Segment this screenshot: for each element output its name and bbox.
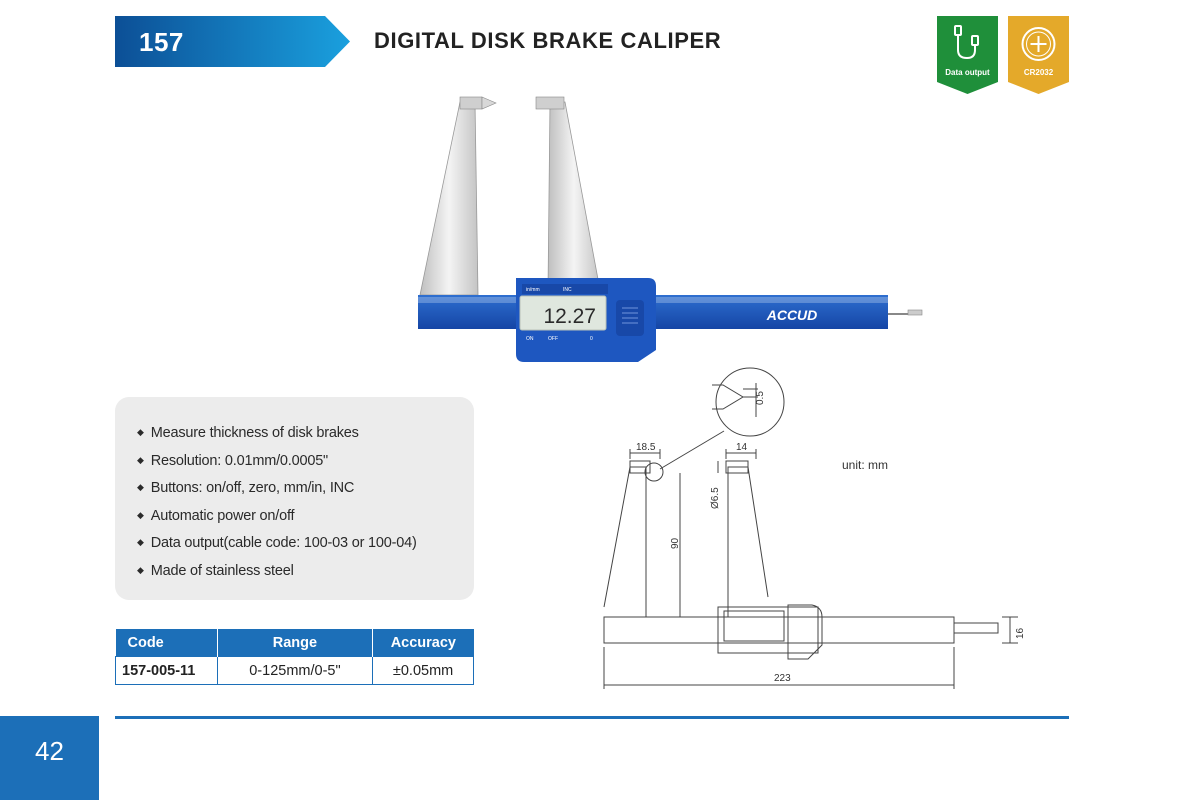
diamond-bullet-icon: ◆ (137, 564, 144, 575)
caliper-product-image: 12.27 in/mm INC ON OFF 0 ACCUD (410, 90, 930, 370)
diamond-bullet-icon: ◆ (137, 454, 144, 465)
page-title: DIGITAL DISK BRAKE CALIPER (374, 28, 722, 53)
data-output-badge: Data output (937, 16, 998, 94)
diamond-bullet-icon: ◆ (137, 509, 144, 520)
dim-tip-diameter: Ø6.5 (710, 487, 721, 509)
features-list: ◆Measure thickness of disk brakes ◆Resol… (115, 397, 474, 588)
diamond-bullet-icon: ◆ (137, 427, 144, 437)
dim-jaw-depth: 90 (670, 537, 681, 549)
badge-label: Data output (945, 68, 990, 77)
technical-drawing: 0.5 18.5 14 Ø6.5 90 223 16 (598, 367, 1038, 702)
footer-divider (115, 716, 1069, 719)
header-banner: 157 (115, 16, 350, 67)
dim-length: 223 (774, 673, 791, 684)
badge-label: CR2032 (1023, 68, 1054, 77)
brand-logo: ACCUD (766, 307, 818, 323)
inc-label: INC (563, 287, 572, 293)
dim-jaw-left: 18.5 (636, 442, 656, 453)
feature-item: ◆Made of stainless steel (137, 562, 294, 579)
inmm-label: in/mm (526, 287, 540, 293)
spec-table: Code Range Accuracy 157-005-11 0-125mm/0… (115, 629, 474, 685)
features-panel: ◆Measure thickness of disk brakes ◆Resol… (115, 397, 474, 600)
banner-shape (115, 16, 350, 67)
cell-accuracy: ±0.05mm (372, 656, 474, 685)
table-row: 157-005-11 0-125mm/0-5" ±0.05mm (115, 656, 474, 685)
cell-code: 157-005-11 (115, 656, 218, 685)
unit-label: unit: mm (842, 458, 889, 472)
off-label: OFF (548, 336, 558, 342)
header-accuracy: Accuracy (372, 629, 474, 657)
lcd-reading: 12.27 (543, 305, 596, 328)
feature-item: ◆Buttons: on/off, zero, mm/in, INC (137, 480, 355, 496)
feature-item: ◆Automatic power on/off (137, 507, 295, 524)
cell-range: 0-125mm/0-5" (216, 656, 374, 685)
header-code: Code (115, 629, 218, 657)
diamond-bullet-icon: ◆ (137, 482, 144, 492)
on-label: ON (526, 336, 534, 342)
battery-badge: CR2032 (1008, 16, 1069, 94)
header-range: Range (217, 629, 374, 657)
dim-jaw-right: 14 (736, 442, 748, 453)
diamond-bullet-icon: ◆ (137, 537, 144, 547)
feature-item: ◆Resolution: 0.01mm/0.0005" (137, 452, 329, 469)
battery-cell-icon (1008, 16, 1069, 94)
dim-detail: 0.5 (755, 391, 766, 405)
feature-item: ◆Data output(cable code: 100-03 or 100-0… (137, 535, 417, 551)
dim-beam-height: 16 (1015, 627, 1026, 639)
feature-item: ◆Measure thickness of disk brakes (137, 425, 359, 441)
page-number: 42 (0, 716, 99, 800)
zero-label: 0 (590, 336, 593, 342)
product-code: 157 (139, 27, 184, 57)
cable-icon (937, 16, 998, 94)
table-header-row: Code Range Accuracy (115, 629, 474, 657)
